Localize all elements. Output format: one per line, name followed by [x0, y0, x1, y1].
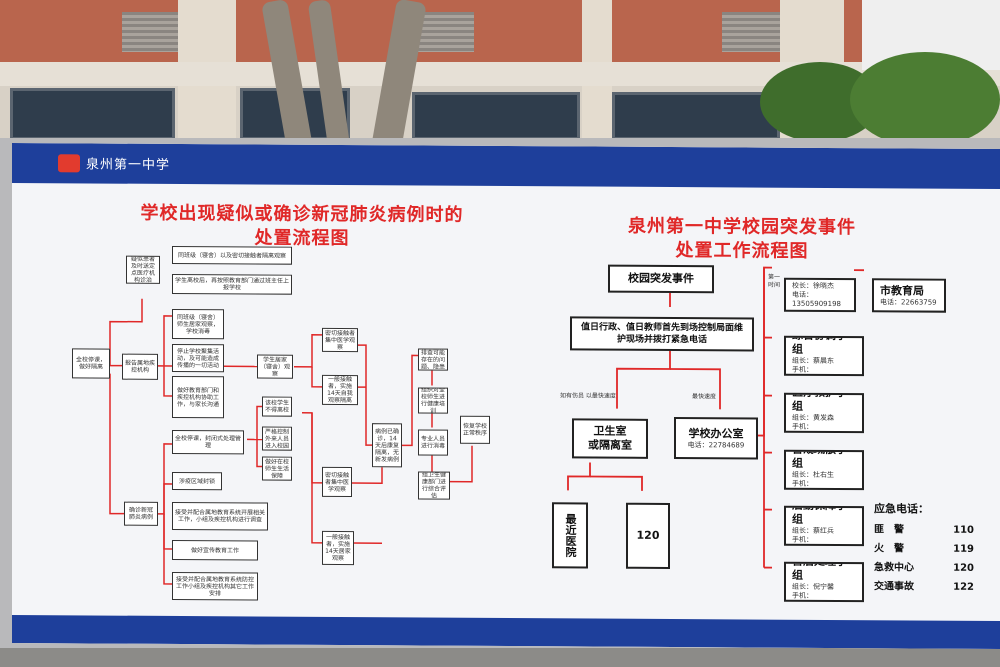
emergency-row: 匪 警 110: [874, 520, 974, 540]
school-office-phone: 电话：22784689: [687, 440, 745, 449]
first-time-label: 第一时间: [768, 273, 781, 289]
left-box: 排查可能存在的问题、隐患: [418, 348, 448, 371]
vent: [122, 12, 178, 52]
left-box: 全校停课，封闭式处理管理: [172, 429, 244, 455]
phone-120-label: 120: [636, 528, 660, 542]
group-phone: 手机：13799503558: [792, 479, 841, 490]
left-box: 报告属地疾控机构: [122, 353, 158, 380]
left-box: 同班级（寝舍）师生居家观察，学校消毒: [172, 308, 224, 340]
group-phone: 手机：18959986220: [792, 365, 841, 376]
emergency-row: 火 警 119: [874, 539, 974, 559]
phone-120-box: 120: [626, 502, 670, 570]
window: [10, 88, 175, 140]
window: [412, 92, 580, 140]
left-box: 恢复学校正常秩序: [460, 415, 490, 444]
left-box: 做好教育部门和疾控机构协助工作，与家长沟通: [172, 375, 224, 419]
duty-staff-box: 值日行政、值日教师首先到场控制局面维护现场并拨打紧急电话: [570, 316, 754, 352]
left-box: 同班级（寝舍）以及密切接触者隔离观察: [172, 245, 292, 265]
principal-phone: 电话：13505909198: [792, 290, 841, 308]
left-box: 密切接触者集中医学观察: [322, 327, 358, 353]
emergency-title: 应急电话：: [874, 502, 929, 516]
emergency-name: 交通事故: [874, 581, 914, 593]
left-box: 学生居家（寝舍）观察: [257, 354, 293, 379]
education-bureau-box: 市教育局 电话：22663759: [872, 278, 946, 313]
left-box: 专业人员进行消毒: [418, 429, 448, 456]
group-leader: 组长：蔡红兵: [792, 526, 834, 535]
group-leader: 组长：倪宁馨: [792, 582, 834, 591]
group-phone: 手机：13599286998: [792, 535, 841, 546]
left-box: 做好宣传教育工作: [172, 539, 258, 561]
vent: [418, 12, 474, 52]
emergency-name: 火 警: [874, 543, 904, 555]
left-box: 确诊新冠肺炎病例: [124, 501, 158, 526]
emergency-number: 122: [953, 581, 974, 593]
emergency-number: 119: [953, 543, 974, 555]
group-box: 警戒疏散小组 组长：杜右生 手机：13799503558: [784, 449, 864, 491]
emergency-name: 急救中心: [874, 562, 914, 574]
education-bureau-name: 市教育局: [880, 283, 924, 298]
group-box: 医疗救护小组 组长：黄发森 手机：18959981918: [784, 392, 864, 434]
building-facade: [0, 0, 1000, 160]
emergency-number: 110: [953, 524, 974, 536]
school-office-box: 学校办公室 电话：22784689: [674, 417, 758, 460]
left-box: 疑似患者及时送定点医疗机构诊治: [126, 255, 160, 284]
flow-connectors: [109, 266, 864, 585]
group-box: 善后处理小组 组长：倪宁馨 手机：13860710349: [784, 561, 864, 603]
hospital-box: 最近医院: [552, 502, 588, 569]
left-box: 密切接触者集中医学观察: [322, 466, 352, 498]
left-box: 严格控制外来人员进入校园: [262, 426, 292, 451]
left-box: 该校学生不得离校: [262, 396, 292, 417]
duty-staff-label: 值日行政、值日教师首先到场控制局面维护现场并拨打紧急电话: [580, 322, 743, 346]
left-box: 学生离校后，再按照教育部门通过班主任上报学校: [172, 273, 292, 295]
left-box: 病例已确诊，14天后康复隔离，无新发病例: [372, 423, 402, 468]
group-name: 综合协调小组: [792, 336, 847, 356]
left-box: 涉疫区域封锁: [172, 471, 222, 491]
group-name: 警戒疏散小组: [792, 450, 847, 470]
school-office-label: 学校办公室: [688, 426, 744, 440]
group-name: 善后处理小组: [792, 562, 847, 582]
group-leader: 组长：黄发森: [792, 413, 834, 422]
ground: [0, 648, 1000, 667]
emergency-number: 120: [953, 562, 974, 574]
vent: [722, 12, 780, 52]
emergency-name: 匪 警: [874, 524, 904, 536]
emergency-phones: 应急电话： 匪 警 110 火 警 119 急救中心 120 交通事故 122: [874, 500, 974, 597]
group-box: 后勤保障小组 组长：蔡红兵 手机：13599286998: [784, 505, 864, 547]
campus-emergency-box: 校园突发事件: [608, 264, 714, 294]
left-box: 一般接触者，实施14天自我观察隔离: [322, 374, 358, 406]
group-box: 综合协调小组 组长：蔡晨东 手机：18959986220: [784, 335, 864, 377]
branch-right-label: 最快速度: [692, 393, 717, 401]
group-leader: 组长：杜右生: [792, 470, 834, 479]
left-box: 一般接触者，实施14天居家观察: [322, 530, 354, 566]
principal-title: 校长：徐晓杰: [792, 281, 834, 290]
clinic-box: 卫生室 或隔离室: [572, 418, 648, 459]
principal-box: 校长：徐晓杰 电话：13505909198: [784, 277, 856, 313]
group-name: 医疗救护小组: [792, 393, 847, 413]
hospital-label: 最近医院: [564, 513, 577, 558]
group-phone: 手机：18959981918: [792, 422, 841, 433]
emergency-row: 急救中心 120: [874, 558, 974, 578]
group-leader: 组长：蔡晨东: [792, 356, 834, 365]
branch-left-label: 如有伤员 以最快速度: [560, 392, 616, 400]
education-bureau-phone: 电话：22663759: [880, 297, 937, 307]
left-box: 接受并配合属地教育系统防控工作小组及疾控机构其它工作安排: [172, 571, 258, 601]
left-box: 停止学校聚集活动，及可能造成传播的一切活动: [172, 343, 224, 373]
clinic-label: 卫生室 或隔离室: [588, 424, 632, 452]
left-box: 全校停课，做好隔离: [72, 348, 110, 379]
foliage: [850, 52, 1000, 147]
window: [612, 92, 780, 140]
emergency-row: 交通事故 122: [874, 577, 974, 597]
campus-emergency-label: 校园突发事件: [628, 271, 694, 286]
left-box: 做好在校师生生活保障: [262, 456, 292, 481]
group-phone: 手机：13860710349: [792, 591, 841, 602]
left-box: 组织对全校师生进行健康培训: [418, 387, 448, 414]
group-name: 后勤保障小组: [792, 506, 847, 526]
notice-board: 泉州第一中学 学校出现疑似或确诊新冠肺炎病例时的 处置流程图 泉州第一中学校园突…: [12, 142, 1000, 650]
left-box: 接受并配合属地教育系统开展相关工作，小组及疾控机构进行调查: [172, 501, 268, 531]
left-box: 组卫生健康部门进行综合评估: [418, 471, 450, 500]
